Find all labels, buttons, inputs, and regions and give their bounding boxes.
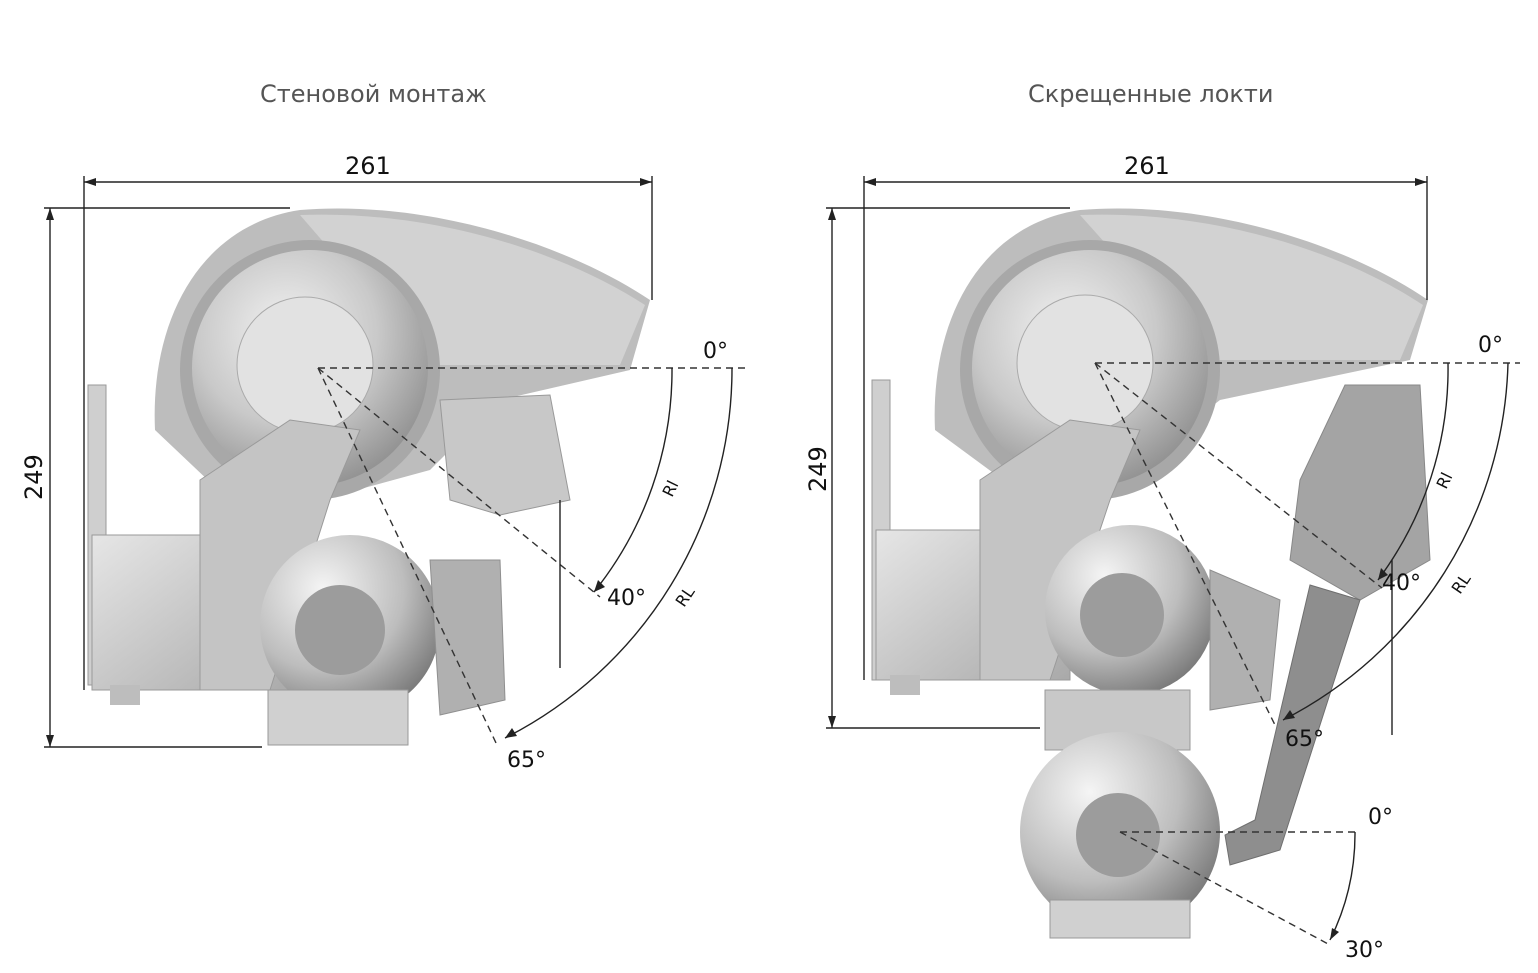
- left-angle-65: 65°: [507, 748, 546, 773]
- right-angle-65: 65°: [1285, 727, 1324, 752]
- right-panel-title: Скрещенные локти: [1028, 80, 1274, 108]
- left-range-rl-large: RL: [672, 583, 699, 610]
- right-height-label: 249: [804, 446, 832, 492]
- right-angle-0-lower: 0°: [1368, 805, 1393, 830]
- right-dimensions: [826, 176, 1520, 946]
- right-angle-40: 40°: [1382, 571, 1421, 596]
- left-dimensions: [44, 176, 745, 748]
- left-range-rl-small: Rl: [659, 477, 683, 499]
- left-product-illustration: [87, 208, 650, 746]
- left-angle-40: 40°: [607, 586, 646, 611]
- left-angle-0: 0°: [703, 339, 728, 364]
- right-width-label: 261: [1124, 152, 1170, 180]
- left-height-label: 249: [20, 454, 48, 500]
- right-range-rl-large: RL: [1448, 570, 1475, 597]
- right-product-illustration: [871, 208, 1431, 939]
- right-angle-0-upper: 0°: [1478, 333, 1503, 358]
- right-range-rl-small: Rl: [1433, 469, 1457, 491]
- left-width-label: 261: [345, 152, 391, 180]
- right-angle-30: 30°: [1345, 938, 1384, 963]
- left-panel-title: Стеновой монтаж: [260, 80, 487, 108]
